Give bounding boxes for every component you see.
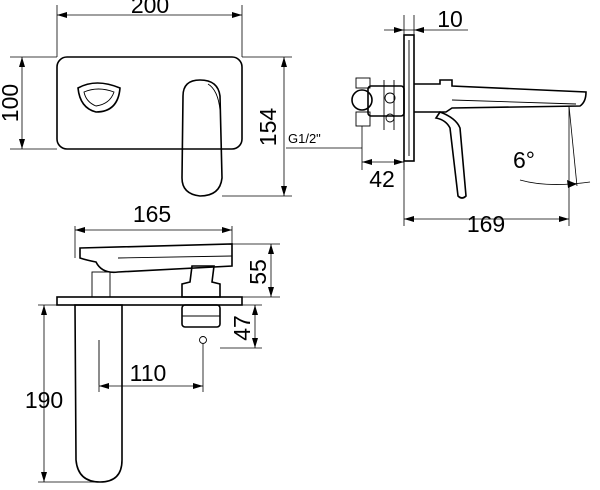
dim-spout-projection: 110 [130,360,167,386]
dim-spout-reach: 169 [467,211,505,237]
valve-body [367,85,405,117]
dim-spout-angle: 6° [513,147,535,173]
dim-plate-width: 200 [131,0,169,18]
spout-top [74,304,123,483]
thread-spec: G1/2" [288,131,321,146]
lever-window [77,82,121,113]
lever-side [434,111,467,199]
spout-side [414,79,587,113]
top-plate [56,296,243,306]
dim-spout-length: 190 [25,387,63,413]
dim-top-section: 47 [229,315,255,341]
cartridge-top [181,265,221,298]
front-view: 200 100 154 [0,0,292,197]
spout-face [181,79,223,197]
dim-plate-thickness: 10 [437,6,463,32]
valve-cartridge [351,89,373,111]
dim-top-length: 165 [133,201,171,227]
dim-top-offset: 55 [245,259,271,285]
dim-body-depth: 42 [369,166,395,192]
side-view: 10 G1/2" 42 169 6° [286,6,591,237]
dim-overall-height: 154 [255,108,281,147]
lever-top [79,243,233,274]
cover-plate [56,56,243,150]
dim-plate-height: 100 [0,84,23,122]
top-view: 165 55 47 110 190 [25,201,280,483]
